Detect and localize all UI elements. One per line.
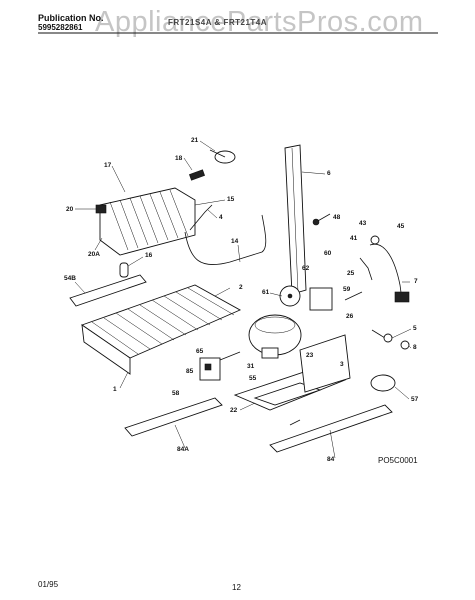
callout-3: 3 xyxy=(340,361,344,368)
callout-21: 21 xyxy=(191,137,199,144)
callout-84a: 84A xyxy=(177,446,189,453)
callout-31: 31 xyxy=(247,363,255,370)
diagram-code: PO5C0001 xyxy=(378,456,418,465)
callout-41: 41 xyxy=(350,235,358,242)
page-number: 12 xyxy=(232,583,241,592)
callout-48: 48 xyxy=(333,214,341,221)
callout-57: 57 xyxy=(411,396,419,403)
callout-17: 17 xyxy=(104,162,112,169)
evaporator-coil-1 xyxy=(81,284,242,375)
bracket-54b xyxy=(69,274,147,307)
callout-4: 4 xyxy=(219,214,223,221)
part-43 xyxy=(370,235,380,245)
callout-labels: 21 18 15 17 20 20A 4 14 16 54B 6 48 43 4… xyxy=(64,137,419,463)
part-41 xyxy=(359,257,373,281)
callout-1: 1 xyxy=(113,386,117,393)
rail-84 xyxy=(269,404,393,453)
tube-14 xyxy=(184,214,267,266)
callout-22: 22 xyxy=(230,407,238,414)
publication-number: 5995282861 xyxy=(38,23,83,32)
callout-26: 26 xyxy=(346,313,354,320)
compressor xyxy=(248,314,302,359)
callout-15: 15 xyxy=(227,196,235,203)
callout-43: 43 xyxy=(359,220,367,227)
part-18 xyxy=(189,169,205,181)
callout-58: 58 xyxy=(172,390,180,397)
callout-54b: 54B xyxy=(64,275,76,282)
callout-59: 59 xyxy=(343,286,351,293)
leader-lines xyxy=(74,140,412,459)
callout-18: 18 xyxy=(175,155,183,162)
model-numbers: FRT21S4A & FRT21T4A xyxy=(168,18,267,27)
part-59 xyxy=(344,291,363,301)
motor-25 xyxy=(309,287,333,311)
base-pan-22 xyxy=(233,334,351,411)
part-16 xyxy=(119,262,129,278)
callout-65: 65 xyxy=(196,348,204,355)
callout-7: 7 xyxy=(414,278,418,285)
callout-85: 85 xyxy=(186,368,194,375)
callout-20: 20 xyxy=(66,206,74,213)
rail-84a xyxy=(124,397,223,437)
callout-6: 6 xyxy=(327,170,331,177)
drain-pan-57 xyxy=(370,374,396,392)
coil-assembly-15 xyxy=(95,187,196,256)
part-4 xyxy=(189,204,213,231)
harness-7 xyxy=(369,243,403,301)
part-8 xyxy=(400,340,410,350)
callout-61: 61 xyxy=(262,289,270,296)
publication-date: 01/95 xyxy=(38,580,59,589)
connector-7 xyxy=(394,291,410,303)
callout-20a: 20A xyxy=(88,251,100,258)
callout-14: 14 xyxy=(231,238,239,245)
callout-8: 8 xyxy=(413,344,417,351)
callout-2: 2 xyxy=(239,284,243,291)
callout-16: 16 xyxy=(145,252,153,259)
publication-label: Publication No. xyxy=(38,13,104,23)
callout-55: 55 xyxy=(249,375,257,382)
callout-45: 45 xyxy=(397,223,405,230)
channel-6 xyxy=(284,144,307,295)
callout-25: 25 xyxy=(347,270,355,277)
callout-60: 60 xyxy=(324,250,332,257)
callout-5: 5 xyxy=(413,325,417,332)
screw-55 xyxy=(289,419,301,426)
callout-23: 23 xyxy=(306,352,314,359)
callout-62: 62 xyxy=(302,265,310,272)
callout-84: 84 xyxy=(327,456,335,463)
